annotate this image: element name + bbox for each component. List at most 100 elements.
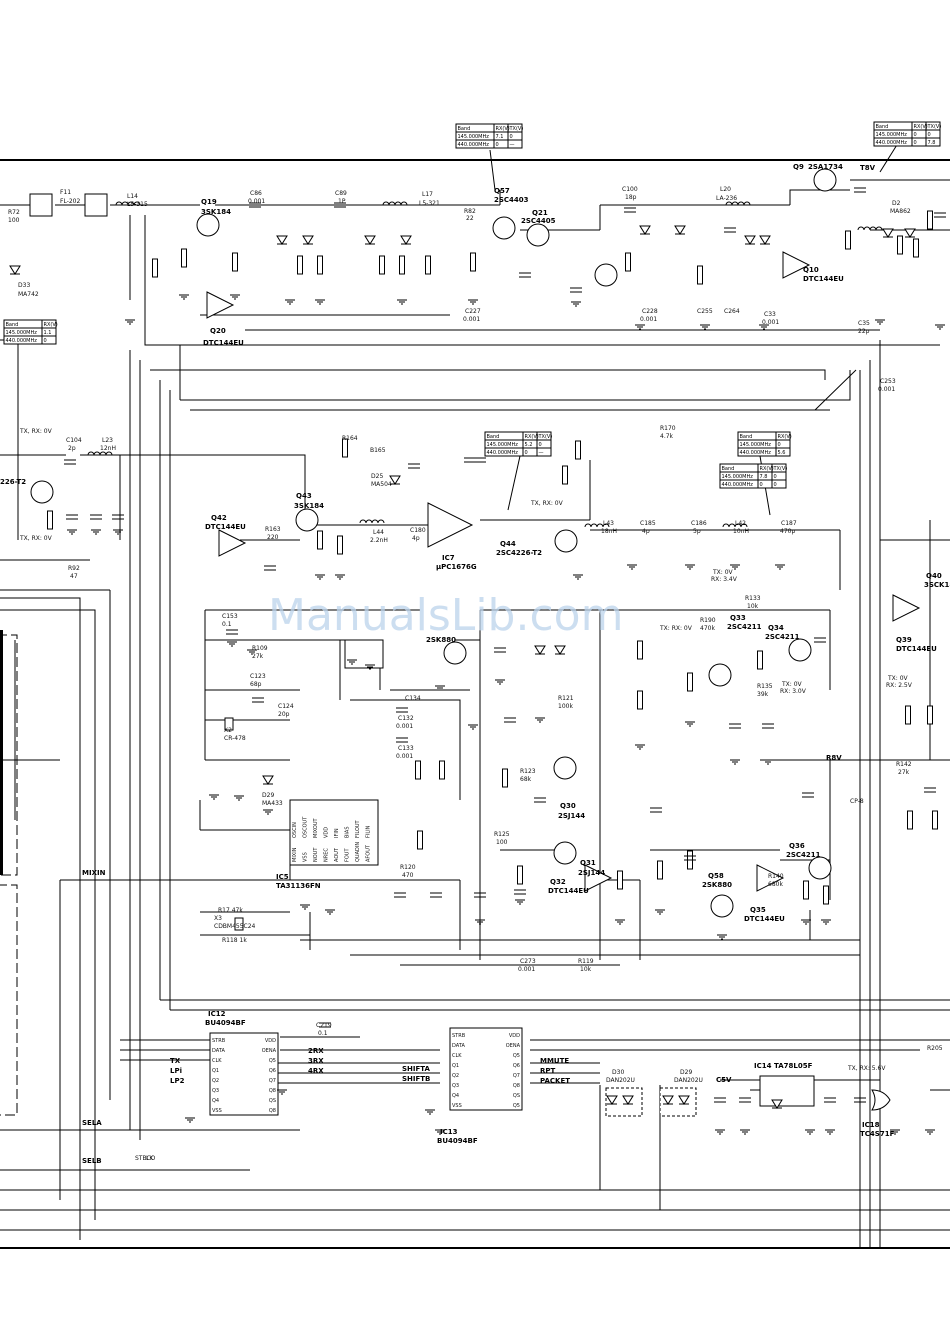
component-label: C133 [398,745,414,752]
resistor [757,650,763,670]
ic-pin-label: MIXIN [292,847,298,862]
component-label: X2 [224,727,232,734]
amplifier-symbol [756,864,785,892]
component-label: IC5 [276,873,289,881]
component-label: Q32 [550,878,566,886]
wire [180,370,851,401]
component-label: R205 [927,1045,943,1052]
component-label: TX: RX: 0V [659,625,693,632]
component-label: 2SC4211 [786,851,821,859]
table-cell: 0 [914,132,917,138]
ic-pin-label: NOUT [313,847,319,862]
component-label: R120 [400,864,416,871]
component-labels: Q193SK184Q20DTC144EUQ572SC4403Q212SC4405… [0,163,950,1165]
ic-pin-label: Q4 [452,1093,459,1099]
table-cell: 440.000MHz [722,482,754,488]
ic-pin-label: Q2 [212,1078,219,1084]
ic-pin-label: OENA [262,1048,277,1054]
component-label: L42 [735,520,746,527]
component-label: TA78L05F [774,1062,813,1070]
resistor [575,440,581,460]
component-label: 2SA1734 [808,163,843,171]
amplifier-symbol [782,251,811,279]
ic-pin-label: Q5 [269,1058,276,1064]
table-frame [484,431,552,457]
resistor [907,810,913,830]
table-cell: 145.000MHz [722,474,754,480]
resistor [517,865,523,885]
table-cell: RX(V) [496,126,510,132]
component-label: D30 [612,1069,624,1076]
component-label: Q33 [730,614,746,622]
component-label: 2SJ144 [558,812,585,820]
table-cell: RX(V) [525,434,539,440]
resistor [425,255,431,275]
component-label: C35 [858,320,870,327]
transistor [30,480,54,504]
ic-pin-label: DATA [212,1048,225,1054]
table-cell: Band [722,466,735,472]
ic-pin-label: VSS [303,852,309,862]
transistor [594,263,618,287]
component-label: SHIFTB [402,1075,430,1083]
table-cell: 1.1 [44,330,52,336]
inductor [725,201,751,206]
component-label: 4RX [308,1067,324,1075]
component-label: 10nH [733,528,749,535]
transistor [554,529,578,553]
table-cell: 7.8 [928,140,936,146]
wire [789,189,850,205]
transistor [813,168,837,192]
resistor [823,885,829,905]
resistor [47,510,53,530]
component-label: D29 [680,1069,692,1076]
component-label: 47 [70,573,78,580]
component-label: R164 [342,435,358,442]
component-label: Q20 [210,327,226,335]
ic14-chip [759,1075,815,1107]
resistor [181,248,187,268]
table-cell: RX(V) [44,322,58,328]
component-label: C89 [335,190,347,197]
resistor [927,210,933,230]
component-label: R8V [826,754,842,762]
diode [759,235,771,245]
resistor [897,235,903,255]
pointer-line [489,149,496,191]
component-label: 5p [693,528,701,535]
component-label: R121 [558,695,574,702]
table-cell: 145.000MHz [876,132,908,138]
component-label: LPi [170,1067,182,1075]
ic-hybrid [344,639,384,669]
component-label: FL-202 [60,198,80,205]
component-label: IC12 [208,1010,226,1018]
component-label: DTC144EU [203,339,244,347]
component-label: 3SCK18 [924,581,950,589]
table-cell: TX(V) [773,466,788,472]
component-label: 18nH [601,528,617,535]
ic-pin-label: CLK [212,1058,222,1064]
diode-pack [659,1087,697,1117]
component-label: C153 [222,613,238,620]
component-label: 22p [858,328,870,335]
component-label: CR-478 [224,735,246,742]
component-label: R140 [768,873,784,880]
component-label: C228 [642,308,658,315]
ic-pin-label: Q8 [269,1088,276,1094]
ic-pin-label: VSS [212,1108,222,1114]
component-label: DTC144EU [205,523,246,531]
table-cell: 7.8 [760,474,768,480]
table-cell: 0 [928,132,931,138]
component-label: Q31 [580,859,596,867]
table-cell: 7.1 [496,134,504,140]
connector-edge [0,630,3,875]
component-label: 12nH [100,445,116,452]
table-cell: 5.6 [778,450,786,456]
table-frame [873,121,941,147]
component-label: TX, RX: 0V [530,500,564,507]
wire [150,369,826,380]
